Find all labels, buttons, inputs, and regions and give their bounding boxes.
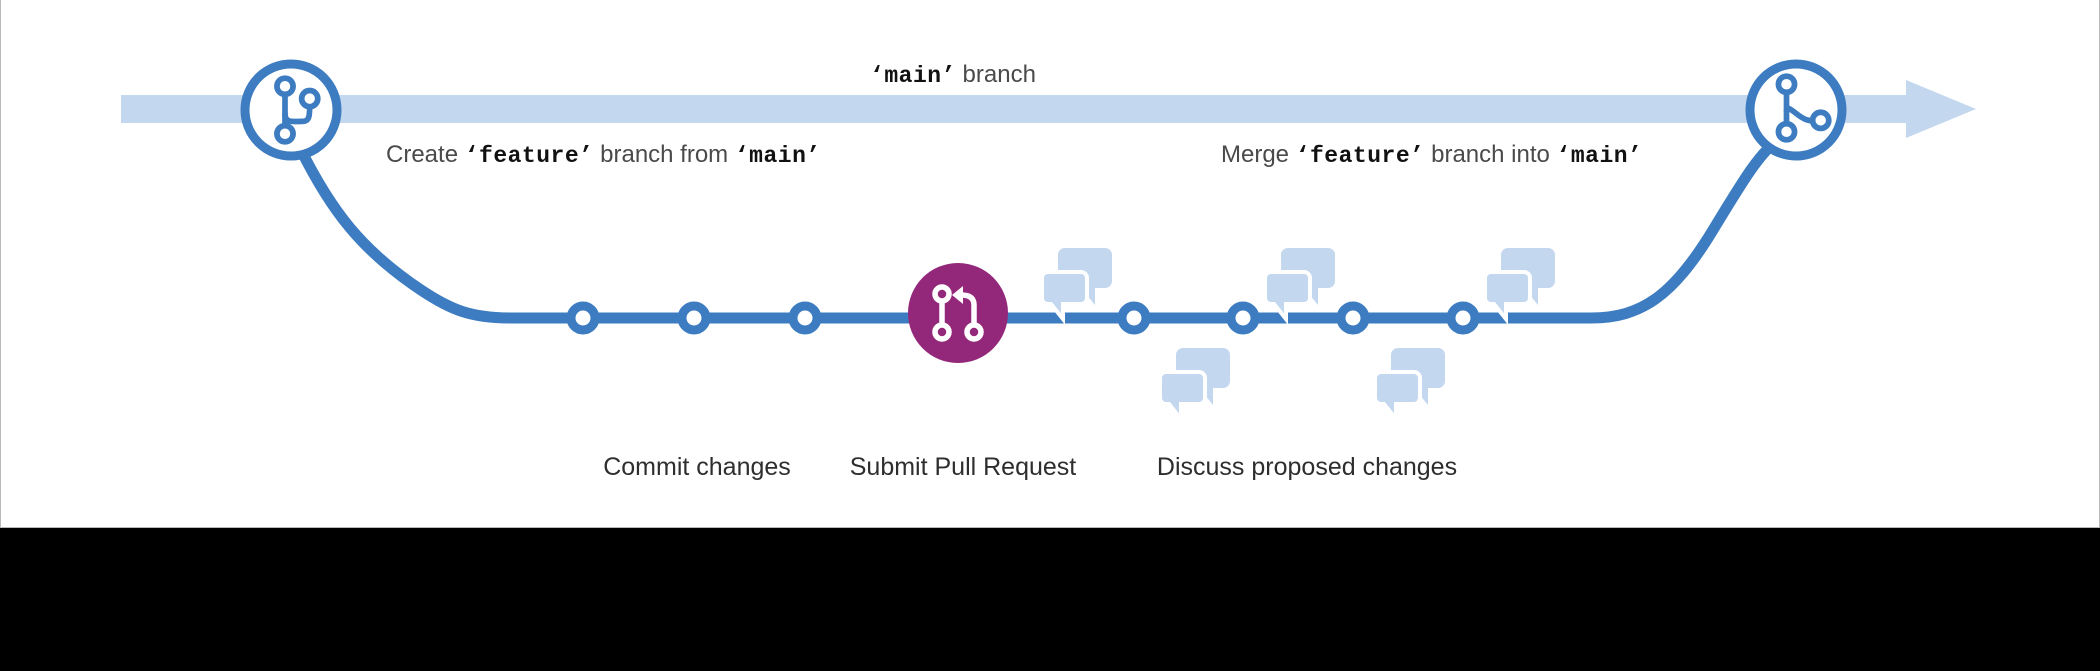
speech-bubble-icon[interactable] bbox=[1040, 246, 1114, 321]
main-branch-track bbox=[121, 80, 1976, 138]
speech-bubble-icon[interactable] bbox=[1483, 246, 1557, 321]
caption-commit-changes: Commit changes bbox=[603, 453, 791, 481]
merge-main-code: ‘main’ bbox=[1556, 143, 1643, 169]
git-branch-icon[interactable] bbox=[240, 59, 342, 161]
commit-dot[interactable] bbox=[788, 301, 822, 335]
speech-bubble-icon[interactable] bbox=[1158, 346, 1232, 421]
main-branch-label: ‘main’ branch bbox=[870, 63, 1036, 88]
caption-discuss-proposed-changes: Discuss proposed changes bbox=[1156, 453, 1458, 481]
commit-dots-before-pr bbox=[566, 301, 822, 335]
git-merge-icon[interactable] bbox=[1745, 59, 1847, 161]
create-main-code: ‘main’ bbox=[734, 143, 821, 169]
comment-bubbles-below bbox=[1158, 346, 1447, 421]
create-branch-label: Create ‘feature’ branch from ‘main’ bbox=[386, 143, 821, 168]
caption-submit-pull-request: Submit Pull Request bbox=[849, 453, 1077, 481]
diagram-canvas: ‘main’ branch Create ‘feature’ branch fr… bbox=[0, 0, 2100, 528]
arrow-right-icon bbox=[1881, 80, 1976, 138]
merge-lead: Merge bbox=[1221, 141, 1290, 168]
create-feature-code: ‘feature’ bbox=[464, 143, 594, 169]
comment-bubbles-above bbox=[1040, 246, 1557, 321]
commit-dot[interactable] bbox=[566, 301, 600, 335]
main-branch-word: branch bbox=[962, 61, 1036, 88]
page-background-strip bbox=[0, 528, 2100, 671]
create-lead: Create bbox=[386, 141, 459, 168]
main-branch-code: ‘main’ bbox=[870, 63, 956, 89]
feature-branch-path bbox=[295, 134, 1785, 324]
commit-dot[interactable] bbox=[1226, 301, 1260, 335]
commit-dots-after-pr bbox=[1117, 301, 1480, 335]
commit-dot[interactable] bbox=[1336, 301, 1370, 335]
speech-bubble-icon[interactable] bbox=[1373, 346, 1447, 421]
commit-dot[interactable] bbox=[1446, 301, 1480, 335]
speech-bubble-icon[interactable] bbox=[1263, 246, 1337, 321]
main-branch-band bbox=[121, 95, 1921, 123]
create-middle: branch from bbox=[600, 141, 729, 168]
commit-dot[interactable] bbox=[1117, 301, 1151, 335]
merge-middle: branch into bbox=[1431, 141, 1550, 168]
merge-feature-code: ‘feature’ bbox=[1295, 143, 1425, 169]
merge-branch-label: Merge ‘feature’ branch into ‘main’ bbox=[1221, 143, 1642, 168]
git-flow-illustration bbox=[121, 59, 1976, 421]
commit-dot[interactable] bbox=[677, 301, 711, 335]
git-pull-request-icon[interactable] bbox=[908, 263, 1008, 363]
